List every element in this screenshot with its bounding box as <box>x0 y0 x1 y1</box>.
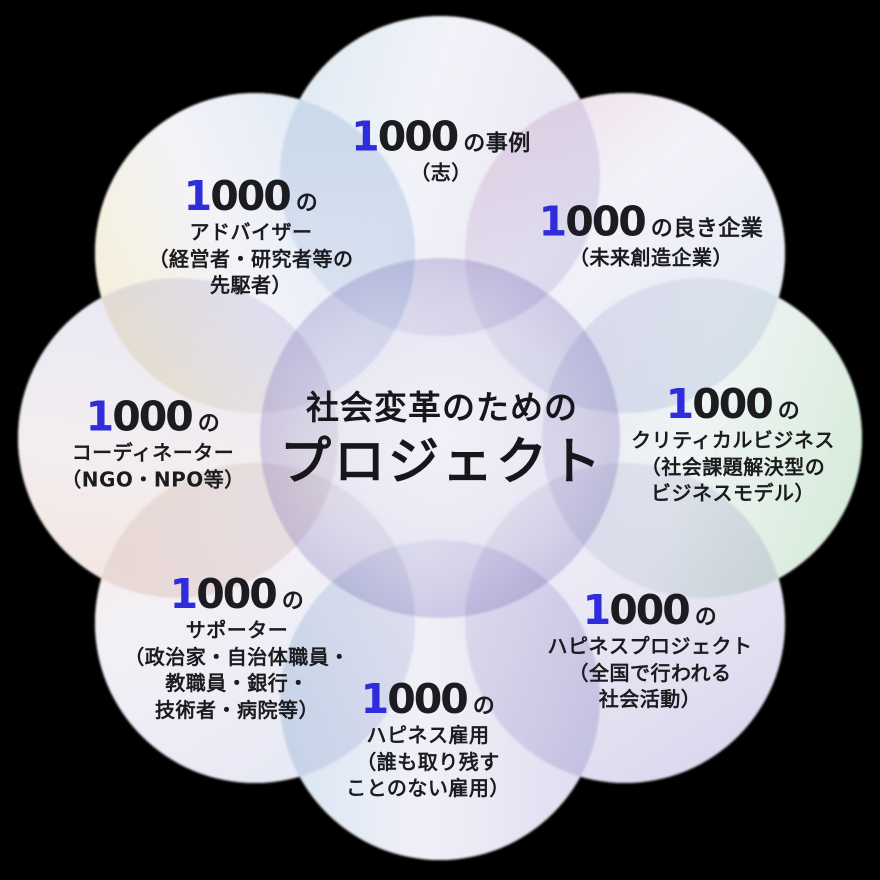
count-suffix: の <box>281 588 305 614</box>
petal-line: 社会活動） <box>598 687 702 712</box>
center-title: 社会変革のための プロジェクト <box>280 388 604 492</box>
petal-line: （未来創造企業） <box>568 245 733 270</box>
count-number: 1000 <box>351 112 459 161</box>
count-number: 1000 <box>665 380 774 429</box>
count-suffix: の <box>694 605 718 631</box>
petal-line: （志） <box>410 160 472 185</box>
petal-line: ハピネスプロジェクト <box>547 634 753 659</box>
petal-line: （NGO・NPO等） <box>61 467 245 492</box>
petal-line: サポーター <box>185 617 289 642</box>
count-number: 1000 <box>538 197 647 246</box>
count-suffix: の良き企業 <box>650 216 764 242</box>
petal-line: （誰も取り残す <box>356 749 500 774</box>
count-number: 1000 <box>169 569 278 618</box>
count-number: 1000 <box>582 586 691 635</box>
center-title-line1: 社会変革のための <box>305 387 578 427</box>
petal-line: ハピネス雇用 <box>366 723 490 748</box>
petal-line: ことのない雇用） <box>346 776 510 801</box>
count-number: 1000 <box>85 392 194 441</box>
count-number: 1000 <box>360 675 469 724</box>
petal-line: （政治家・自治体職員・ <box>124 644 350 669</box>
center-circle <box>260 258 620 618</box>
petal-line: （全国で行われる <box>568 660 732 685</box>
petal-line: 教職員・銀行・ <box>165 671 309 696</box>
petal-line: コーディネーター <box>71 440 235 465</box>
count-suffix: の事例 <box>463 131 531 157</box>
petal-line: クリティカルビジネス <box>631 428 835 453</box>
count-suffix: の <box>197 411 221 437</box>
count-suffix: の <box>777 399 801 425</box>
count-suffix: の <box>295 191 319 217</box>
petal-line: （社会課題解決型の <box>640 454 826 479</box>
center-title-line2: プロジェクト <box>279 432 605 492</box>
count-number: 1000 <box>183 172 292 221</box>
count-suffix: の <box>472 694 496 720</box>
petal-line: 技術者・病院等） <box>155 697 319 722</box>
petal-line: （経営者・研究者等の <box>148 246 354 271</box>
petal-line: ビジネスモデル） <box>651 481 815 506</box>
petal-line: 先駆者） <box>210 273 292 298</box>
petal-line: アドバイザー <box>189 220 313 245</box>
